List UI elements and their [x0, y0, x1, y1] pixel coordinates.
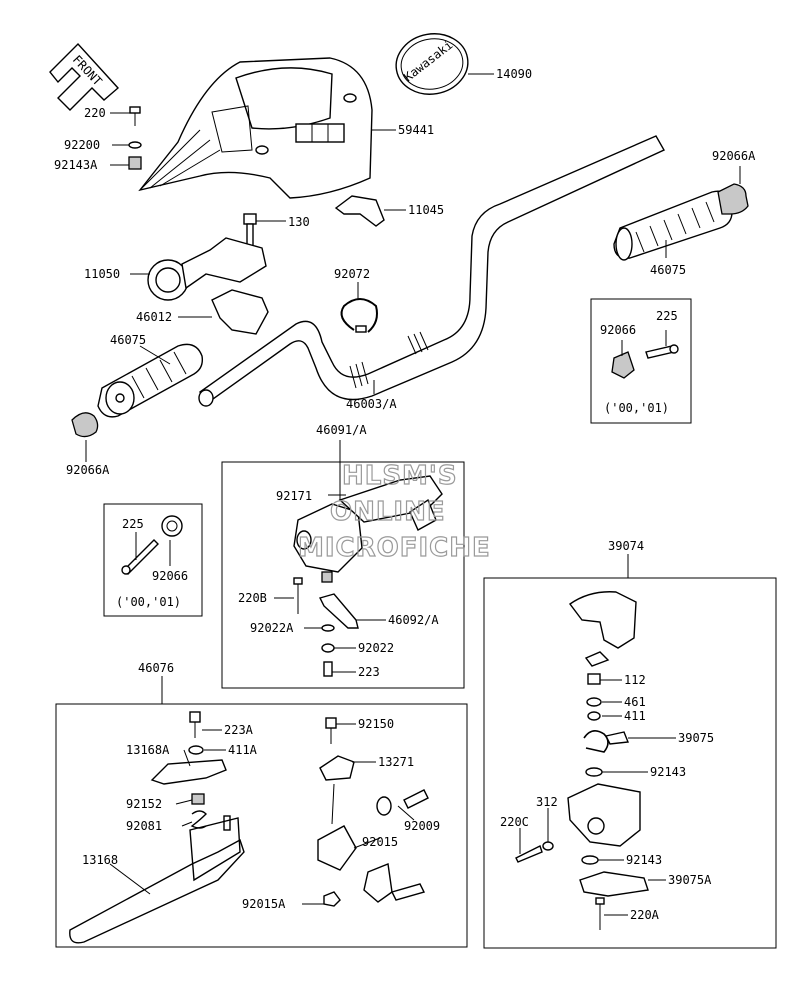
switch-box-39074 — [483, 577, 777, 949]
label-92081: 92081 — [126, 819, 162, 833]
part-labels: 220 92200 92143A 14090 59441 92066A 130 … — [54, 67, 756, 922]
end-cap-92066A-bottom — [71, 412, 99, 438]
label-13168A: 13168A — [126, 743, 170, 757]
label-note-box-right: ('00,'01) — [604, 401, 669, 415]
washer-92200 — [128, 141, 142, 149]
label-220C: 220C — [500, 815, 529, 829]
label-46012: 46012 — [136, 310, 172, 324]
label-92066A-bottom: 92066A — [66, 463, 110, 477]
label-92200: 92200 — [64, 138, 100, 152]
label-92015A: 92015A — [242, 897, 286, 911]
label-92022: 92022 — [358, 641, 394, 655]
meter-cover-part — [138, 57, 373, 199]
variant-box-left — [103, 503, 203, 617]
holder-11050 — [147, 237, 267, 301]
label-46076: 46076 — [138, 661, 174, 675]
label-225-box-left: 225 — [122, 517, 144, 531]
bracket-11045 — [334, 195, 385, 227]
watermark-line-1: HLSM'S — [342, 461, 458, 491]
label-220B: 220B — [238, 591, 267, 605]
label-92066-box-left: 92066 — [152, 569, 188, 583]
label-411A: 411A — [228, 743, 258, 757]
bolt-130 — [243, 213, 257, 247]
label-39075A: 39075A — [668, 873, 712, 887]
watermark-line-3: MICROFICHE — [298, 533, 491, 563]
switch-box-46091A — [221, 461, 465, 689]
label-92143-upper: 92143 — [650, 765, 686, 779]
label-92171: 92171 — [276, 489, 312, 503]
label-220A: 220A — [630, 908, 660, 922]
leader-lines — [85, 73, 741, 916]
grip-46075-left — [97, 343, 204, 418]
variant-box-right — [590, 298, 692, 424]
label-92066A-top: 92066A — [712, 149, 756, 163]
end-cap-92066A-top — [717, 183, 749, 215]
label-223: 223 — [358, 665, 380, 679]
watermark: HLSM'S ONLINE MICROFICHE — [297, 460, 491, 563]
label-46092A: 46092/A — [388, 613, 439, 627]
label-92009: 92009 — [404, 819, 440, 833]
kawasaki-emblem-part: Kawasaki — [395, 33, 469, 95]
label-46091A: 46091/A — [316, 423, 367, 437]
label-46075-left: 46075 — [110, 333, 146, 347]
front-arrow-badge: FRONT — [49, 42, 120, 111]
label-14090: 14090 — [496, 67, 532, 81]
label-92143A: 92143A — [54, 158, 98, 172]
label-11045: 11045 — [408, 203, 444, 217]
label-130: 130 — [288, 215, 310, 229]
label-225-box-right: 225 — [656, 309, 678, 323]
watermark-line-2: ONLINE — [330, 497, 446, 527]
clip-92072 — [340, 298, 378, 333]
lever-box-46076 — [55, 703, 468, 948]
handlebar-46003A — [198, 135, 665, 407]
label-92150: 92150 — [358, 717, 394, 731]
screw-220 — [129, 106, 141, 126]
label-411: 411 — [624, 709, 646, 723]
label-92015: 92015 — [362, 835, 398, 849]
collar-92143A — [128, 156, 142, 170]
label-59441: 59441 — [398, 123, 434, 137]
clamp-46012 — [211, 289, 269, 335]
label-92072: 92072 — [334, 267, 370, 281]
label-11050: 11050 — [84, 267, 120, 281]
label-39074: 39074 — [608, 539, 644, 553]
label-46003A: 46003/A — [346, 397, 397, 411]
label-13271: 13271 — [378, 755, 414, 769]
label-92152: 92152 — [126, 797, 162, 811]
grip-46075-right — [613, 190, 733, 261]
label-46075-right: 46075 — [650, 263, 686, 277]
label-312: 312 — [536, 795, 558, 809]
label-39075: 39075 — [678, 731, 714, 745]
label-112: 112 — [624, 673, 646, 687]
label-223A: 223A — [224, 723, 254, 737]
label-13168: 13168 — [82, 853, 118, 867]
label-note-box-left: ('00,'01) — [116, 595, 181, 609]
label-92143-lower: 92143 — [626, 853, 662, 867]
label-92022A: 92022A — [250, 621, 294, 635]
clip-92072-tab — [355, 325, 367, 333]
label-461: 461 — [624, 695, 646, 709]
label-220: 220 — [84, 106, 106, 120]
label-92066-box-right: 92066 — [600, 323, 636, 337]
